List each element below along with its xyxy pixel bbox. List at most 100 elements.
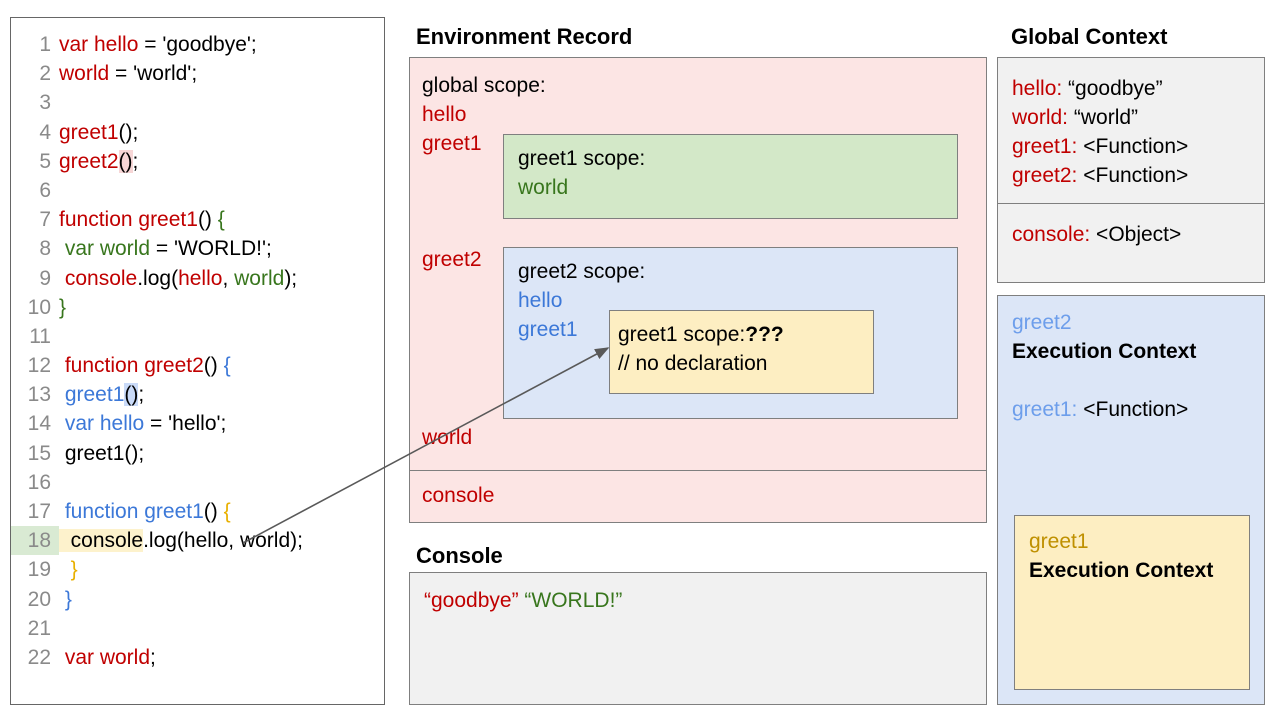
global-context-key: hello: bbox=[1012, 77, 1063, 100]
code-line-number: 16 bbox=[27, 470, 51, 494]
code-line-text: greet1(); bbox=[59, 439, 144, 468]
global-context-key: greet1: bbox=[1012, 135, 1078, 158]
code-line-number: 14 bbox=[27, 412, 51, 436]
code-line-number: 13 bbox=[27, 383, 51, 407]
code-token: () bbox=[197, 208, 218, 232]
code-line[interactable]: 10} bbox=[11, 293, 384, 322]
code-line-number: 15 bbox=[27, 441, 51, 465]
code-line[interactable]: 22 var world; bbox=[11, 643, 384, 672]
code-line-number: 3 bbox=[39, 91, 51, 115]
code-line[interactable]: 16 bbox=[11, 468, 384, 497]
code-token: { bbox=[223, 500, 231, 523]
environment-record-title: Environment Record bbox=[416, 24, 633, 49]
code-line-text: console.log(hello, world); bbox=[59, 264, 297, 293]
global-context-value: <Function> bbox=[1077, 164, 1189, 187]
code-line-number: 6 bbox=[39, 178, 51, 202]
code-line[interactable]: 20 } bbox=[11, 585, 384, 614]
greet2-scope-title: greet2 scope: bbox=[518, 260, 646, 283]
console-output-value-1: “goodbye” bbox=[424, 589, 519, 612]
code-token: ; bbox=[132, 120, 139, 144]
greet2-execution-context-variable: greet1: <Function> bbox=[1012, 398, 1188, 422]
code-token: greet2 bbox=[59, 149, 119, 173]
greet2-scope-var-hello: hello bbox=[518, 289, 563, 312]
inner-greet1-scope-comment: // no declaration bbox=[618, 352, 768, 375]
global-context-row: greet1: <Function> bbox=[1012, 132, 1264, 161]
greet1-execution-context-title: Execution Context bbox=[1029, 559, 1214, 582]
code-line[interactable]: 21 bbox=[11, 614, 384, 643]
code-line[interactable]: 15 greet1(); bbox=[11, 439, 384, 468]
greet2-ec-var-value: <Function> bbox=[1077, 398, 1189, 421]
code-token: } bbox=[59, 295, 67, 319]
code-token: function greet1 bbox=[59, 208, 198, 232]
inner-greet1-scope-label: greet1 scope: bbox=[618, 323, 746, 346]
code-line[interactable]: 3 bbox=[11, 88, 384, 117]
global-scope-label: global scope: bbox=[422, 74, 546, 97]
code-line[interactable]: 11 bbox=[11, 322, 384, 351]
code-line[interactable]: 5 greet2(); bbox=[11, 147, 384, 176]
global-context-row: console: <Object> bbox=[1012, 220, 1264, 249]
code-token: .log( bbox=[137, 266, 179, 290]
code-token: var world bbox=[59, 645, 151, 669]
code-line-number: 19 bbox=[27, 558, 51, 582]
greet2-execution-context-panel: greet2 Execution Context greet1: <Functi… bbox=[997, 295, 1265, 705]
code-token: = 'goodbye'; bbox=[138, 33, 257, 56]
code-line[interactable]: 2 world = 'world'; bbox=[11, 59, 384, 88]
environment-record-panel: global scope: hello greet1 greet2 world … bbox=[409, 57, 987, 523]
code-line-number: 2 bbox=[39, 62, 51, 86]
global-context-title: Global Context bbox=[1011, 24, 1168, 49]
code-token: () bbox=[118, 120, 133, 144]
code-token: .log(hello, world); bbox=[143, 529, 303, 553]
code-token: var world bbox=[59, 237, 151, 261]
code-line[interactable]: 6 bbox=[11, 176, 384, 205]
console-panel: “goodbye” “WORLD!” bbox=[409, 572, 987, 705]
code-line-text: greet2(); bbox=[59, 147, 138, 176]
code-token: = 'WORLD!'; bbox=[150, 237, 272, 261]
code-line-number: 20 bbox=[27, 587, 51, 611]
code-line-text: function greet1() { bbox=[59, 497, 231, 526]
global-context-key: world: bbox=[1012, 106, 1069, 129]
greet2-ec-var-key: greet1: bbox=[1012, 398, 1078, 421]
code-line-number: 11 bbox=[29, 324, 51, 348]
inner-greet1-scope-label-row: greet1 scope:??? bbox=[618, 323, 784, 347]
environment-record-global-section: global scope: hello greet1 greet2 world … bbox=[410, 58, 986, 471]
env-var-console: console bbox=[422, 484, 495, 507]
code-line[interactable]: 12 function greet2() { bbox=[11, 351, 384, 380]
code-line[interactable]: 17 function greet1() { bbox=[11, 497, 384, 526]
greet2-scope-var-greet1: greet1 bbox=[518, 318, 578, 341]
env-var-world: world bbox=[422, 426, 473, 449]
global-context-builtins: console: <Object> bbox=[998, 204, 1264, 283]
code-token: console bbox=[59, 529, 144, 553]
code-token: console bbox=[59, 266, 138, 290]
global-context-variables: hello: “goodbye”world: “world”greet1: <F… bbox=[998, 58, 1264, 204]
greet1-scope-box: greet1 scope: world bbox=[503, 134, 958, 219]
code-line[interactable]: 18 console.log(hello, world); bbox=[11, 526, 384, 556]
code-line[interactable]: 8 var world = 'WORLD!'; bbox=[11, 234, 384, 263]
global-context-row: world: “world” bbox=[1012, 103, 1264, 132]
code-line[interactable]: 13 greet1(); bbox=[11, 380, 384, 409]
code-token: greet1 bbox=[59, 383, 125, 407]
global-context-value: <Object> bbox=[1090, 223, 1182, 246]
code-token: world bbox=[59, 62, 110, 86]
inner-greet1-scope-box: greet1 scope:??? // no declaration bbox=[609, 310, 874, 394]
global-context-panel: hello: “goodbye”world: “world”greet1: <F… bbox=[997, 57, 1265, 283]
code-line-number: 22 bbox=[27, 645, 51, 669]
code-line[interactable]: 19 } bbox=[11, 555, 384, 584]
env-var-hello: hello bbox=[422, 103, 467, 126]
code-token: = 'hello'; bbox=[144, 412, 227, 436]
code-line-text: greet1(); bbox=[59, 118, 138, 147]
code-line-number: 10 bbox=[27, 295, 51, 319]
code-line[interactable]: 9 console.log(hello, world); bbox=[11, 264, 384, 293]
code-line-number: 7 bbox=[39, 208, 51, 232]
code-line[interactable]: 14 var hello = 'hello'; bbox=[11, 409, 384, 438]
greet1-execution-context-panel: greet1 Execution Context bbox=[1014, 515, 1250, 690]
code-line-number: 5 bbox=[39, 149, 51, 173]
code-line-text: world = 'world'; bbox=[59, 59, 197, 88]
code-token: { bbox=[223, 354, 231, 378]
code-token: function greet2 bbox=[59, 354, 204, 378]
code-token: var hello bbox=[59, 33, 139, 56]
